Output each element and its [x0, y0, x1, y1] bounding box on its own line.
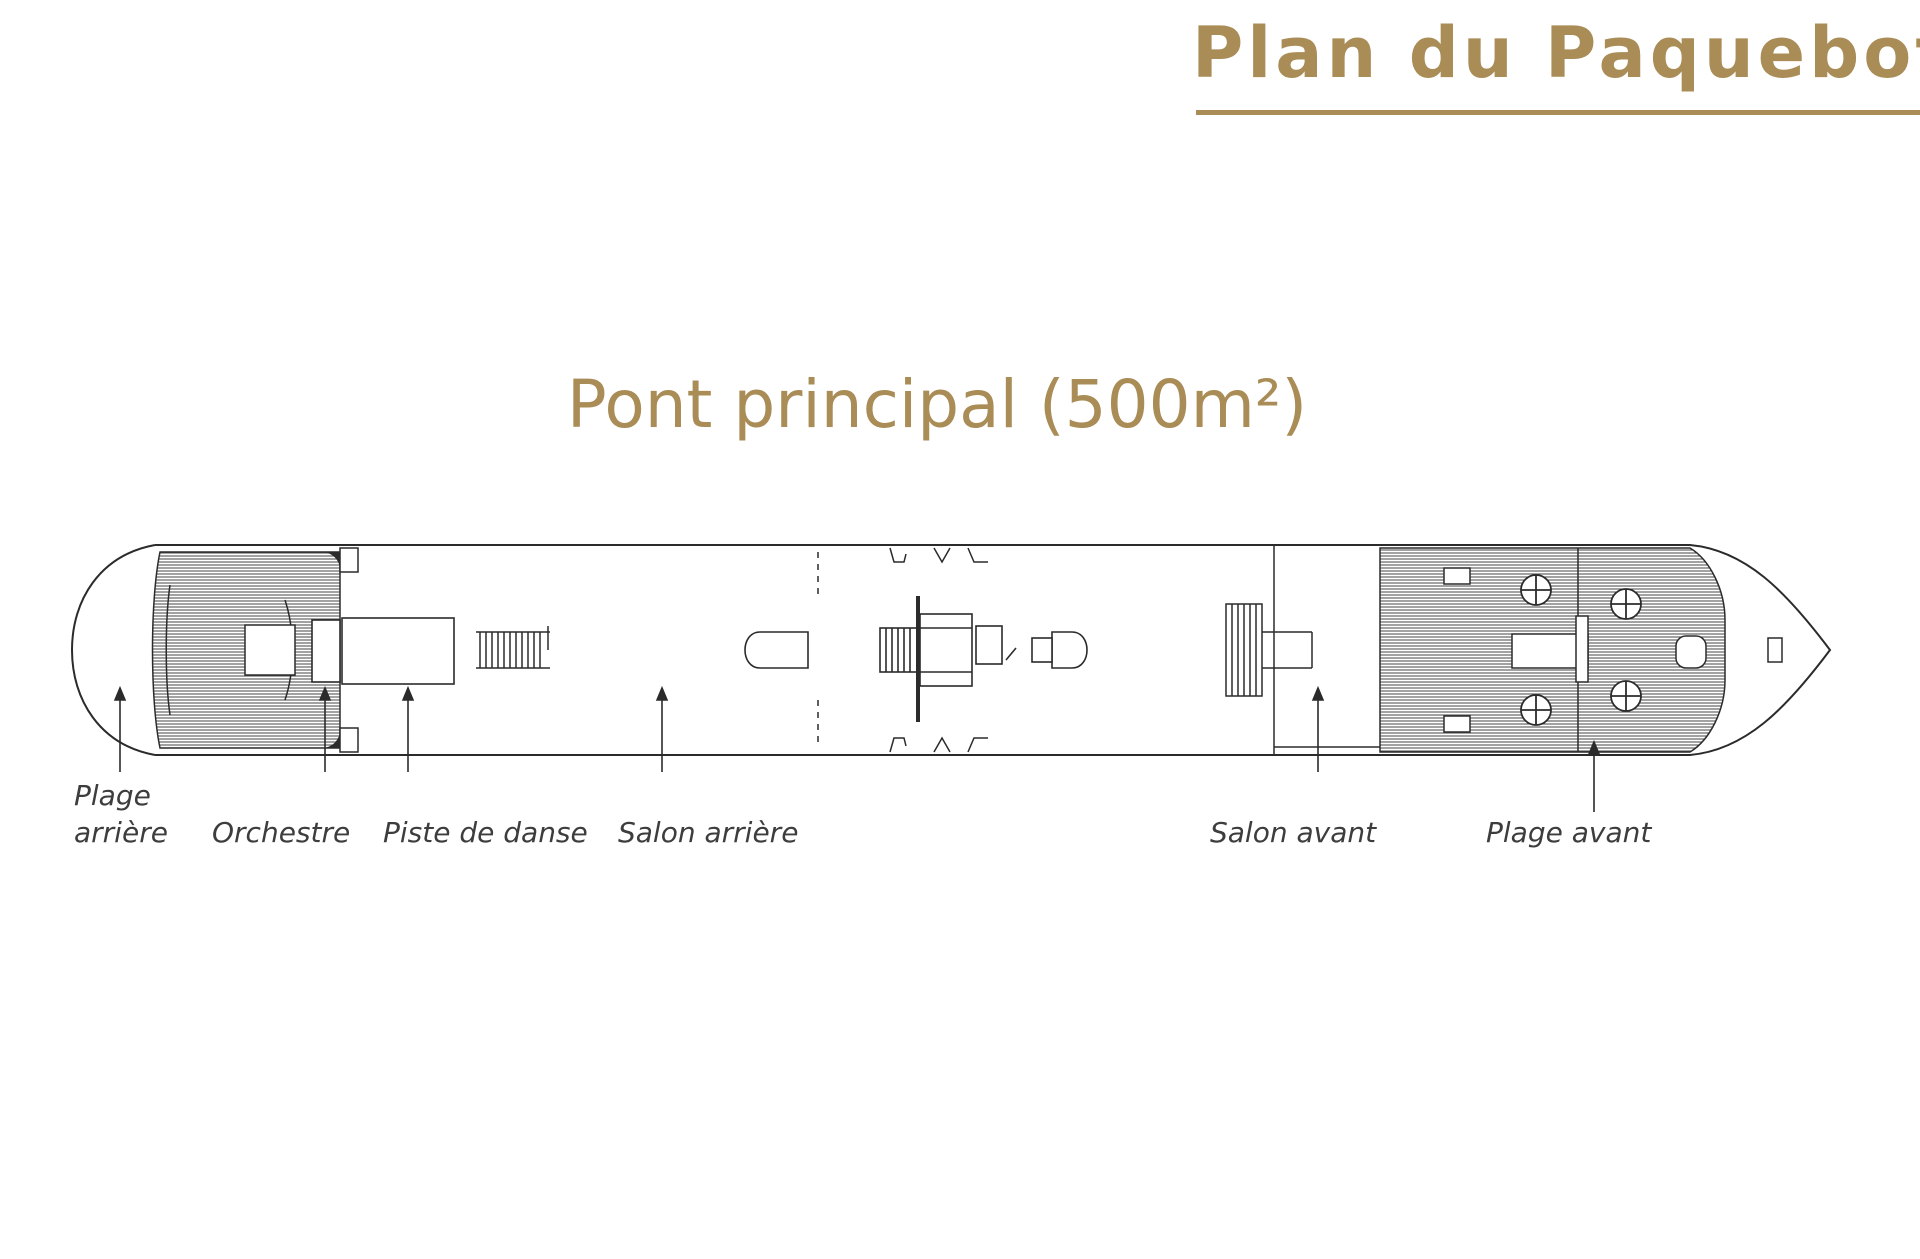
bar-icon — [476, 626, 550, 669]
aft-stair-icons — [322, 547, 359, 753]
dance-floor-icons — [311, 617, 455, 685]
stage-icon — [244, 624, 296, 676]
label-plage-avant: Plage avant — [1486, 816, 1652, 849]
label-plage-arriere-line2: arrière — [74, 816, 168, 849]
page-title: Plan du Paquebot — [1192, 12, 1920, 94]
label-salon-arriere: Salon arrière — [618, 816, 799, 849]
bow-fitting-icon — [1767, 637, 1783, 663]
salon-dividers — [817, 547, 988, 753]
forward-deck-planking — [1379, 547, 1726, 753]
label-orchestre: Orchestre — [212, 816, 351, 849]
sofa-icons — [744, 631, 1088, 669]
deck-title: Pont principal (500m²) — [566, 366, 1308, 443]
label-plage-arriere-line1: Plage — [74, 779, 151, 812]
title-underline — [1196, 110, 1920, 115]
label-arrows — [113, 685, 1601, 812]
staircase-icon — [879, 596, 1017, 722]
deck-plan — [70, 544, 1832, 812]
label-piste-de-danse: Piste de danse — [383, 816, 588, 849]
capstan-icons — [1520, 574, 1642, 726]
label-salon-avant: Salon avant — [1210, 816, 1377, 849]
forward-salon-partition — [1225, 545, 1380, 755]
ship-hull — [70, 544, 1832, 756]
